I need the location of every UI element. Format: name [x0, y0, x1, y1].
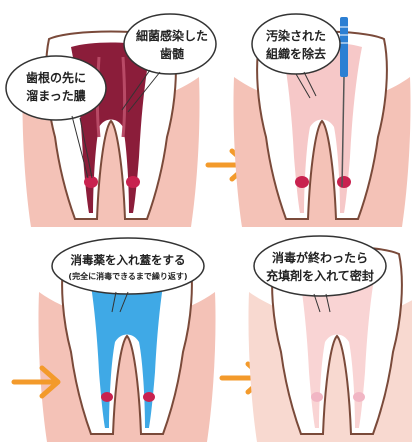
label-disinfect-line1: 消毒薬を入れ蓋をする	[71, 253, 186, 267]
label-seal: 消毒が終わったら 充填剤を入れて密封	[253, 235, 387, 313]
label-pus-line2: 溜まった膿	[26, 88, 87, 103]
label-remove-tissue: 汚染された 組織を除去	[251, 13, 341, 99]
pus-spots	[84, 176, 140, 188]
label-disinfect-line2: (完全に消毒できるまで繰り返す)	[68, 271, 187, 281]
arrow-right-icon	[11, 365, 61, 399]
label-pus-line1: 歯根の先に	[26, 70, 86, 85]
label-pus: 歯根の先に 溜まった膿	[5, 55, 107, 179]
label-seal-line1: 消毒が終わったら	[272, 250, 368, 265]
label-infected-pulp-line1: 細菌感染した	[136, 28, 208, 43]
label-remove-tissue-line1: 汚染された	[266, 28, 326, 43]
label-disinfect: 消毒薬を入れ蓋をする (完全に消毒できるまで繰り返す)	[51, 237, 205, 313]
label-infected-pulp: 細菌感染した 歯髄	[121, 13, 217, 113]
label-seal-line2: 充填剤を入れて密封	[266, 268, 374, 283]
file-tool-icon	[340, 17, 348, 188]
label-infected-pulp-line2: 歯髄	[160, 46, 185, 61]
panel-2	[233, 17, 411, 227]
label-remove-tissue-line2: 組織を除去	[266, 46, 326, 61]
